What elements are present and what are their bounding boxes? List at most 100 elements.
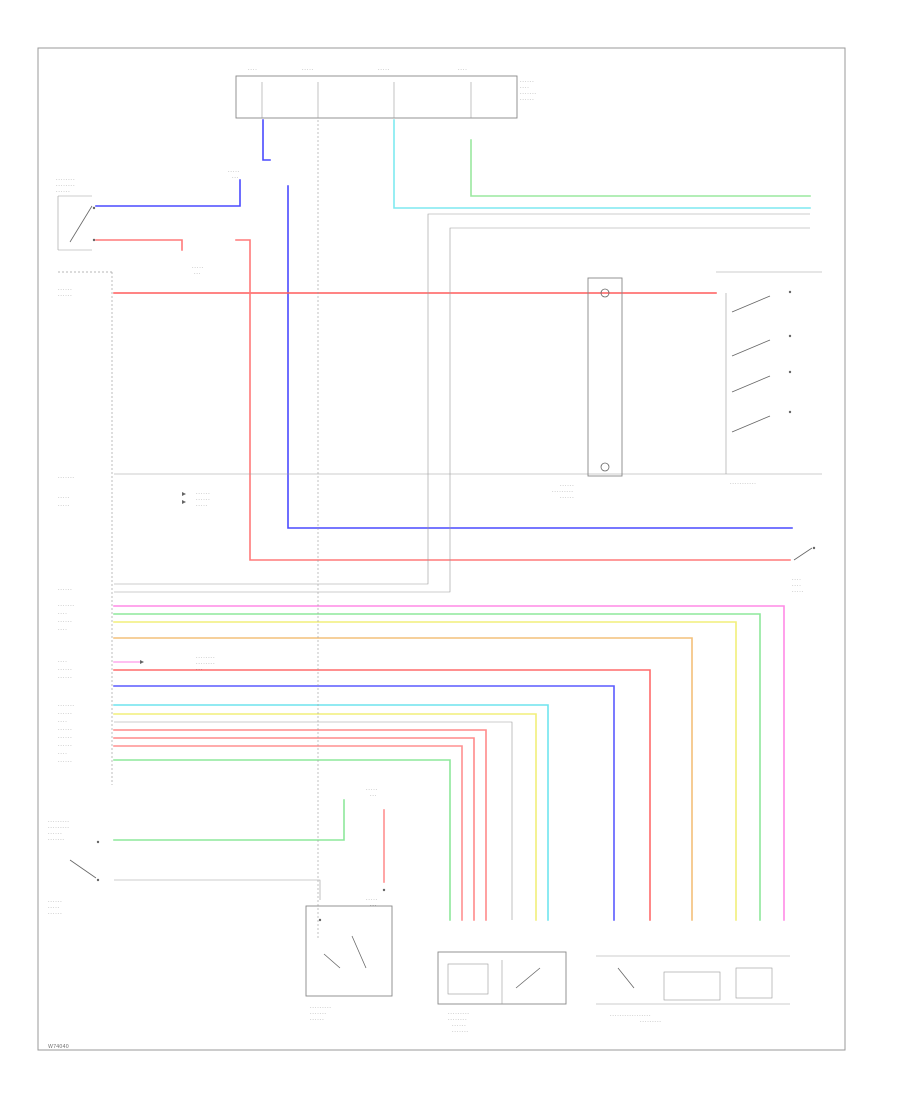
svg-text:- - - - -: - - - - - (192, 265, 204, 269)
node-labels: - - - - - - - - - - - - - - - - - - - - … (192, 169, 378, 907)
svg-text:- - - - - - - -: - - - - - - - - (56, 177, 75, 181)
svg-text:- - - - - -: - - - - - - (58, 293, 72, 297)
svg-text:- - - - - -: - - - - - - (520, 97, 534, 101)
wire-green-2 (113, 613, 761, 921)
svg-text:- - - - - -: - - - - - - (58, 711, 72, 715)
svg-text:- - - -: - - - - (458, 67, 467, 71)
wire-red-3 (235, 239, 791, 561)
diagram-frame (37, 47, 846, 1051)
svg-text:- - - - - -: - - - - - - (58, 727, 72, 731)
svg-text:- - - -: - - - - (792, 583, 801, 587)
svg-text:- - - - - -: - - - - - - (58, 743, 72, 747)
bottom-right-module: - - - - - - - - - - - - - - - - - - - - … (596, 955, 790, 1023)
svg-text:- - - - - - - - -: - - - - - - - - - (640, 1019, 662, 1023)
svg-text:- - - - -: - - - - - (366, 787, 378, 791)
svg-text:- - - - - -: - - - - - - (58, 619, 72, 623)
svg-text:- - - -: - - - - (792, 577, 801, 581)
svg-text:- - -: - - - (370, 793, 377, 797)
svg-text:- - - - -: - - - - - (302, 67, 314, 71)
bottom-middle-module: - - - - - - - - - - - - - - - - - - - - … (437, 951, 567, 1033)
svg-text:- - -: - - - (370, 903, 377, 907)
wire-gray-4 (114, 721, 513, 920)
svg-text:- - - - -: - - - - - (378, 67, 390, 71)
control-module: - - - - - - - - - - - - - - - - - - - - … (58, 271, 113, 785)
svg-text:- - -: - - - (232, 175, 239, 179)
svg-text:- - - - - - -: - - - - - - - (58, 703, 75, 707)
svg-text:- - - - - -: - - - - - - (196, 491, 210, 495)
svg-text:- - - - - -: - - - - - - (48, 831, 62, 835)
svg-text:- - - -: - - - - (58, 719, 67, 723)
wire-blue-3 (287, 185, 793, 529)
wire-red-1 (95, 239, 183, 251)
svg-text:- - - - - - - - - - - - - - -: - - - - - - - - - - - - - - - - - (610, 1013, 651, 1017)
svg-text:- - - -: - - - - (58, 627, 67, 631)
svg-text:- - - - -: - - - - - (48, 905, 60, 909)
wire-blue-1 (262, 119, 271, 161)
svg-text:- - - -: - - - - (58, 659, 67, 663)
svg-text:- - - - - -: - - - - - - (58, 287, 72, 291)
right-switch-assembly: - - - - - - - - - - - (716, 271, 822, 485)
svg-text:- - - - - - - -: - - - - - - - - (448, 1017, 467, 1021)
svg-text:- - - - - - - - -: - - - - - - - - - (48, 825, 70, 829)
svg-text:- - - -: - - - - (520, 85, 529, 89)
svg-text:- - - -: - - - - (58, 611, 67, 615)
svg-text:- - - - - -: - - - - - - (560, 495, 574, 499)
svg-text:- - - - - - -: - - - - - - - (48, 837, 65, 841)
svg-text:- - - - - - -: - - - - - - - (58, 603, 75, 607)
svg-text:- - - - -: - - - - - (792, 589, 804, 593)
svg-text:- - -: - - - (196, 667, 203, 671)
svg-text:- - - - -: - - - - - (196, 503, 208, 507)
svg-text:- - - - - - -: - - - - - - - (520, 91, 537, 95)
wires (95, 119, 811, 940)
svg-text:- - - - - - -: - - - - - - - (58, 475, 75, 479)
left-top-switch: - - - - - - - - - - - - - - - - - - - - … (56, 177, 96, 251)
svg-text:- - - - - - - - -: - - - - - - - - - (448, 1011, 470, 1015)
svg-text:- - - - -: - - - - - (58, 503, 70, 507)
fuse-box: - - - - - - - - - - - - - - - - - - - - … (235, 67, 537, 119)
diagram-id: W74040 (48, 1044, 69, 1050)
wire-red-7 (113, 745, 463, 921)
right-side-switch: - - - - - - - - - - - - - (792, 546, 816, 593)
bottom-left-relay: - - - - - - - - - - - - - - - - - - - - … (305, 888, 393, 1021)
svg-text:- - - - - -: - - - - - - (48, 911, 62, 915)
wire-cyan-1 (393, 119, 811, 209)
svg-text:- - - - - - - - - - -: - - - - - - - - - - - (730, 481, 756, 485)
wire-blue-2 (95, 179, 241, 207)
svg-text:- - - - - - - - -: - - - - - - - - - (552, 489, 574, 493)
connector-arrows (140, 492, 186, 664)
svg-text:- - - - - - -: - - - - - - - (452, 1029, 469, 1033)
svg-text:- - - - - - - -: - - - - - - - - (196, 655, 215, 659)
wire-yellow-1 (113, 621, 737, 921)
svg-text:- - - - - -: - - - - - - (58, 667, 72, 671)
svg-text:- - - - - - - -: - - - - - - - - (56, 183, 75, 187)
svg-text:- - - - - -: - - - - - - (58, 735, 72, 739)
wire-red-5 (113, 729, 487, 921)
wire-orange-1 (113, 637, 693, 921)
svg-text:- - - - - -: - - - - - - (58, 587, 72, 591)
wire-blue-4 (113, 685, 615, 921)
svg-text:- - - - - - -: - - - - - - - (310, 1011, 327, 1015)
wire-gray-5 (114, 879, 321, 900)
wire-red-6 (113, 737, 475, 921)
svg-text:- - - - - -: - - - - - - (58, 675, 72, 679)
svg-text:- - - - - -: - - - - - - (560, 483, 574, 487)
svg-text:- - -: - - - (194, 271, 201, 275)
svg-text:- - - - - -: - - - - - - (56, 189, 70, 193)
svg-text:- - - - - - - - -: - - - - - - - - - (48, 819, 70, 823)
svg-text:- - - - - - - - -: - - - - - - - - - (310, 1005, 332, 1009)
wire-yellow-2 (113, 713, 537, 921)
svg-text:- - - - - -: - - - - - - (196, 497, 210, 501)
svg-text:- - - -: - - - - (248, 67, 257, 71)
wire-green-1 (470, 139, 811, 197)
wire-green-3 (113, 759, 451, 921)
svg-text:- - - -: - - - - (58, 751, 67, 755)
wire-green-4 (113, 799, 345, 841)
svg-text:- - - - -: - - - - - (366, 897, 378, 901)
wire-gray-3 (114, 227, 810, 593)
svg-text:- - - - -: - - - - - (58, 495, 70, 499)
svg-text:- - - - - -: - - - - - - (58, 759, 72, 763)
wire-red-4 (113, 669, 651, 921)
svg-text:- - - - - - - -: - - - - - - - - (196, 661, 215, 665)
joint-connector: - - - - - - - - - - - - - - - - - - - - … (552, 277, 623, 499)
